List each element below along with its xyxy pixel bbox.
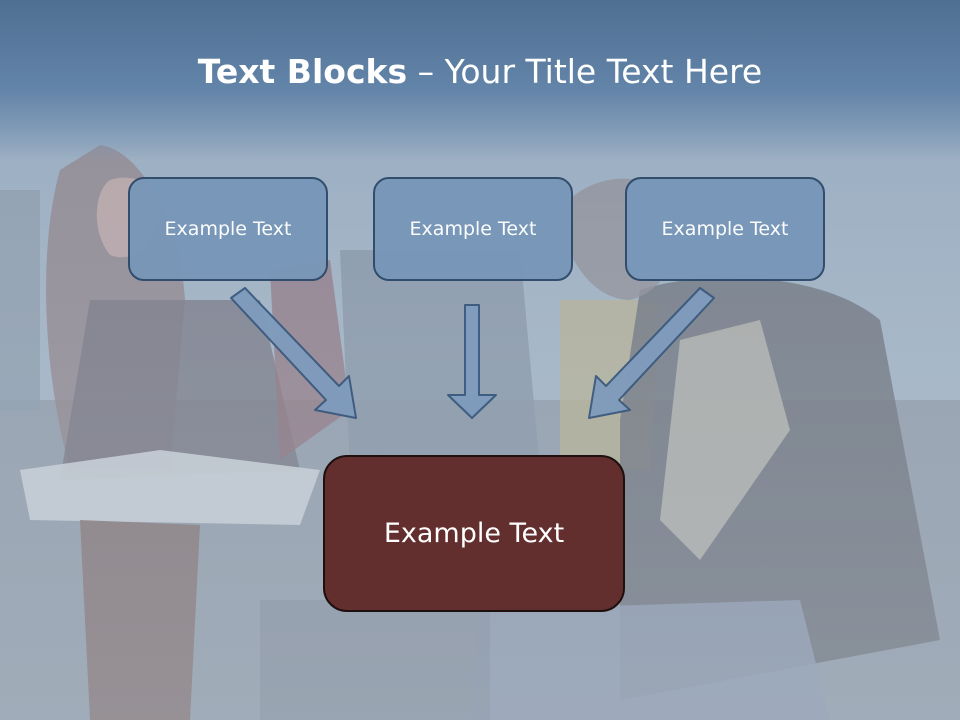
text-block-2[interactable]: Example Text bbox=[373, 177, 573, 281]
text-block-1[interactable]: Example Text bbox=[128, 177, 328, 281]
title-separator: – bbox=[407, 52, 445, 91]
slide-title: Text Blocks – Your Title Text Here bbox=[0, 52, 960, 91]
title-band bbox=[0, 0, 960, 160]
text-block-3[interactable]: Example Text bbox=[625, 177, 825, 281]
title-bold-part: Text Blocks bbox=[197, 52, 408, 91]
center-text-block[interactable]: Example Text bbox=[323, 455, 625, 612]
title-light-part: Your Title Text Here bbox=[444, 52, 763, 91]
